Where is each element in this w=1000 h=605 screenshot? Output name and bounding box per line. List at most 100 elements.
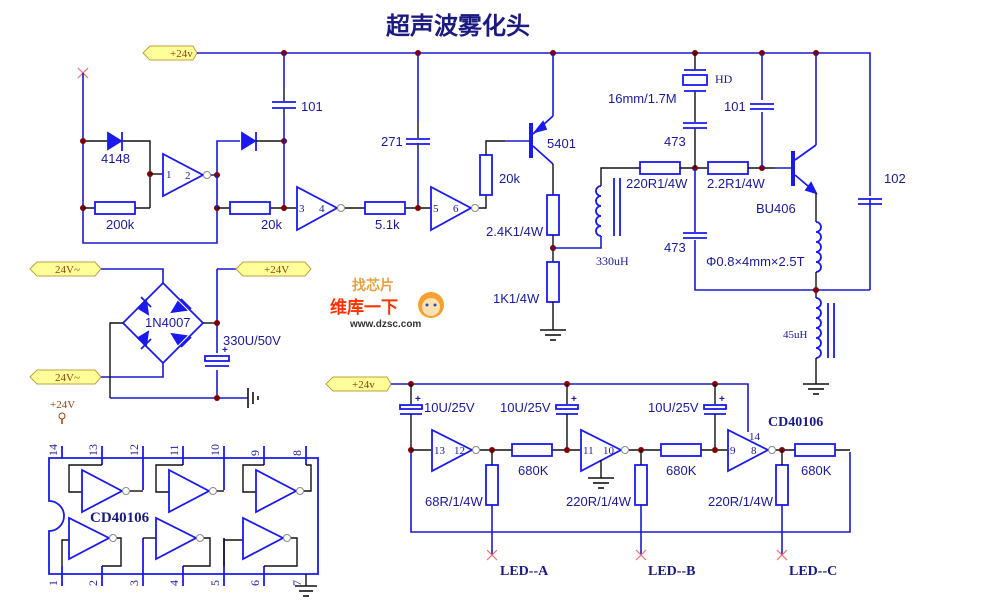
led-c-label: LED--C — [789, 564, 837, 579]
pin-label: 14 — [749, 431, 761, 443]
ground-icon — [540, 329, 566, 341]
coil-spec-label: Φ0.8×4mm×2.5T — [706, 254, 805, 269]
pin-label: 5 — [433, 203, 439, 215]
junction-dot — [214, 395, 220, 401]
resistor-68r — [485, 464, 499, 506]
ic-pin-number: 1 — [46, 580, 60, 586]
resistor-2-4k — [546, 194, 560, 236]
ic-pin-number: 9 — [248, 450, 262, 456]
junction-dot — [564, 447, 570, 453]
inverter-gate-13-12 — [431, 428, 480, 473]
inverter-gate-5-6 — [430, 185, 479, 232]
capacitor-473-top-label: 473 — [664, 134, 686, 149]
electrolytic-capacitor-10u-3 — [703, 404, 727, 415]
resistor-220r-c — [775, 464, 789, 506]
resistor-680k-3 — [794, 443, 836, 457]
svg-text:www.dzsc.com: www.dzsc.com — [349, 319, 421, 330]
ic-pin-number: 3 — [127, 580, 141, 586]
wire — [485, 140, 505, 155]
capacitor-102-label: 102 — [884, 171, 906, 186]
junction-dot — [813, 287, 819, 293]
feedback-wire-bottom — [410, 450, 851, 533]
ic-pinout-name: CD40106 — [90, 510, 150, 526]
resistor-220r-b — [634, 464, 648, 506]
svg-text:+24V: +24V — [264, 264, 289, 276]
watermark-logo: 找芯片 维库一下 www.dzsc.com — [330, 277, 444, 330]
junction-dot — [415, 205, 421, 211]
wire — [566, 414, 580, 451]
capacitor-330u-label: 330U/50V — [223, 333, 281, 348]
ic-pin-number: 5 — [208, 580, 222, 586]
resistor-2-2r-label: 2.2R1/4W — [707, 176, 766, 191]
resistor-200k-label: 200k — [106, 217, 135, 232]
wire — [109, 322, 123, 398]
capacitor-101-b — [750, 103, 774, 110]
wire — [211, 140, 240, 176]
ac-input-port-2: 24V~ — [29, 369, 102, 385]
ic-pin-number: 11 — [167, 444, 181, 456]
pin-label: 8 — [751, 445, 757, 457]
electrolytic-capacitor-10u-1 — [399, 404, 423, 415]
resistor-220r-label: 220R1/4W — [626, 176, 688, 191]
polarity-mark: + — [222, 345, 228, 356]
ic-pin-number: 12 — [127, 444, 141, 456]
resistor-1k — [546, 261, 560, 303]
inductor-330uh — [595, 185, 602, 237]
pin-label: 6 — [453, 203, 459, 215]
feedback-wire — [82, 73, 218, 244]
ground-icon — [803, 383, 829, 395]
no-connect-mark — [486, 549, 498, 561]
resistor-20k-a-label: 20k — [261, 217, 282, 232]
resistor-220r-b-label: 220R/1/4W — [566, 494, 632, 509]
ic-pin-number: 4 — [167, 580, 181, 586]
supply-port-dc-out: +24V — [235, 261, 312, 277]
pin-label: 1 — [166, 169, 172, 181]
resistor-1k-label: 1K1/4W — [493, 291, 540, 306]
pin-label: 9 — [730, 445, 736, 457]
transistor-5401 — [529, 115, 554, 165]
ic-pin-number: 13 — [86, 444, 100, 456]
electrolytic-capacitor-10u-2 — [555, 404, 579, 415]
ac-input-port-1: 24V~ — [29, 261, 102, 277]
svg-text:24V~: 24V~ — [55, 372, 80, 384]
diagram-title: 超声波雾化头 — [386, 12, 530, 40]
svg-text:维库一下: 维库一下 — [330, 297, 398, 318]
resistor-20k-a — [229, 201, 271, 215]
supply-rail-bottom — [391, 383, 749, 432]
capacitor-271 — [406, 138, 430, 145]
transducer-label: HD — [715, 72, 733, 86]
inverter-gate-1-2 — [162, 152, 211, 198]
ic-pin-number: 7 — [290, 580, 304, 586]
ground-icon — [588, 477, 614, 489]
supply-port-top: +24v — [142, 45, 198, 61]
capacitor-101-a — [272, 101, 296, 109]
ic-pin-number: 8 — [290, 450, 304, 456]
junction-dot — [214, 320, 220, 326]
resistor-220r — [639, 161, 681, 175]
resistor-680k-2 — [660, 443, 702, 457]
resistor-680k-3-label: 680K — [801, 463, 832, 478]
bridge-rectifier-1n4007 — [121, 281, 205, 365]
transducer-hd — [682, 69, 708, 92]
junction-dot — [80, 138, 86, 144]
capacitor-101-b-label: 101 — [724, 99, 746, 114]
resistor-2-2r — [707, 161, 749, 175]
ic-pin-number: 6 — [248, 580, 262, 586]
wire — [600, 167, 640, 186]
transducer-spec: 16mm/1.7M — [608, 91, 677, 106]
transistor-bu406 — [791, 144, 818, 195]
led-a-label: LED--A — [500, 564, 549, 579]
inductor-45uh-label: 45uH — [783, 329, 808, 341]
led-b-label: LED--B — [648, 564, 695, 579]
polarity-mark: + — [415, 394, 421, 405]
supply-rail-top — [197, 52, 871, 290]
resistor-200k — [94, 201, 136, 215]
capacitor-271-label: 271 — [381, 134, 403, 149]
wire — [101, 268, 164, 283]
svg-text:找芯片: 找芯片 — [352, 277, 394, 294]
svg-text:+24v: +24v — [352, 379, 375, 391]
diode-4148-label: 4148 — [101, 151, 130, 166]
electrolytic-capacitor-330u — [204, 355, 230, 367]
